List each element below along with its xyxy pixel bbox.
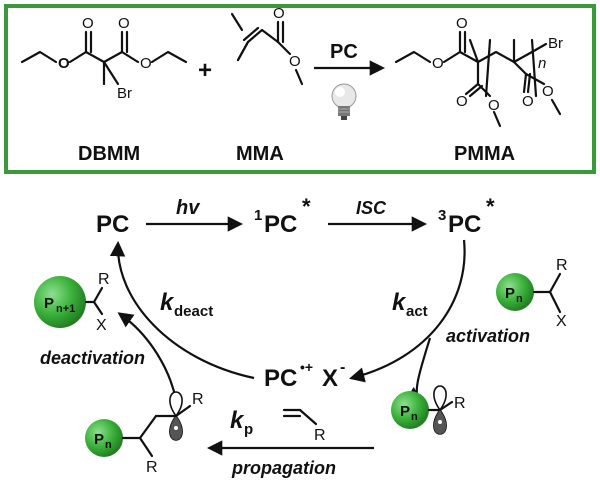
radical-chain: P n R <box>391 385 466 435</box>
product-chain: P n+1 R X <box>34 271 110 334</box>
hv-label: hv <box>176 197 201 219</box>
deactivation-branch-arrow <box>117 312 178 401</box>
singlet-star: * <box>302 194 311 219</box>
activation-label: activation <box>446 326 530 346</box>
activation-branch-arrow <box>405 337 432 402</box>
mma-label: MMA <box>236 143 284 165</box>
plus-sign: + <box>198 57 212 84</box>
ball-n: n <box>516 293 523 305</box>
catalyst-label: PC <box>330 41 358 63</box>
radical-cation-sup: •+ <box>300 359 313 375</box>
monomer-structure: R <box>282 408 326 444</box>
svg-text:O: O <box>542 83 554 100</box>
repeat-n: n <box>538 55 546 72</box>
product-r: R <box>98 271 110 288</box>
activation-arc <box>349 239 466 383</box>
dbmm-structure: O O O O Br <box>20 15 188 102</box>
polymer-ball <box>34 276 86 328</box>
k-act: k <box>392 289 407 316</box>
svg-text:O: O <box>432 55 444 72</box>
radical-cation: PC <box>264 365 297 392</box>
singlet-prefix: 1 <box>254 207 262 224</box>
dbmm-br: Br <box>117 85 132 102</box>
svg-text:O: O <box>82 15 94 32</box>
dormant-r: R <box>556 257 568 274</box>
pmma-structure: O O Br n O O O O <box>394 15 563 128</box>
svg-text:O: O <box>456 93 468 110</box>
isc-label: ISC <box>356 198 387 218</box>
svg-text:O: O <box>58 55 70 72</box>
reaction-frame <box>4 4 596 174</box>
k-p: k <box>230 407 245 434</box>
ball-p: P <box>44 295 54 312</box>
ball-p: P <box>505 285 515 302</box>
deactivation-arc <box>109 240 255 380</box>
svg-text:O: O <box>140 55 152 72</box>
counter-anion-sup: - <box>340 359 345 376</box>
triplet-star: * <box>486 194 495 219</box>
dormant-chain: P n R X <box>496 257 568 330</box>
svg-text:O: O <box>456 15 468 32</box>
k-act-sub: act <box>406 303 428 320</box>
ball-n: n <box>105 439 112 451</box>
svg-text:O: O <box>488 97 500 114</box>
counter-anion: X <box>322 365 338 392</box>
deactivation-label: deactivation <box>40 348 145 368</box>
propagation-label: propagation <box>231 458 336 478</box>
product-x: X <box>96 317 107 334</box>
singlet-pc: PC <box>264 211 297 238</box>
ball-p: P <box>94 431 104 448</box>
svg-text:O: O <box>118 15 130 32</box>
propagating-chain: P n R R <box>85 391 204 476</box>
svg-text:O: O <box>522 93 534 110</box>
dbmm-label: DBMM <box>78 143 140 165</box>
monomer-r: R <box>314 427 326 444</box>
svg-text:O: O <box>289 53 301 70</box>
k-deact: k <box>160 289 175 316</box>
polymer-ball <box>85 419 123 457</box>
propagating-r-bottom: R <box>146 459 158 476</box>
ball-p: P <box>400 403 410 420</box>
triplet-pc: PC <box>448 211 481 238</box>
pmma-label: PMMA <box>454 143 515 165</box>
k-deact-sub: deact <box>174 303 213 320</box>
pc-ground-state: PC <box>96 211 129 238</box>
k-p-sub: p <box>244 421 253 438</box>
light-bulb-icon <box>331 83 357 120</box>
pmma-br: Br <box>548 35 563 52</box>
ball-n: n <box>411 411 418 423</box>
radical-r: R <box>454 395 466 412</box>
svg-text:O: O <box>273 5 285 22</box>
triplet-prefix: 3 <box>438 207 446 224</box>
mma-structure: O O <box>230 5 304 86</box>
ball-sub-n-plus-1: n+1 <box>56 303 75 315</box>
propagating-r-top: R <box>192 391 204 408</box>
polymer-ball <box>391 391 429 429</box>
dormant-x: X <box>556 313 567 330</box>
polymer-ball <box>496 273 534 311</box>
